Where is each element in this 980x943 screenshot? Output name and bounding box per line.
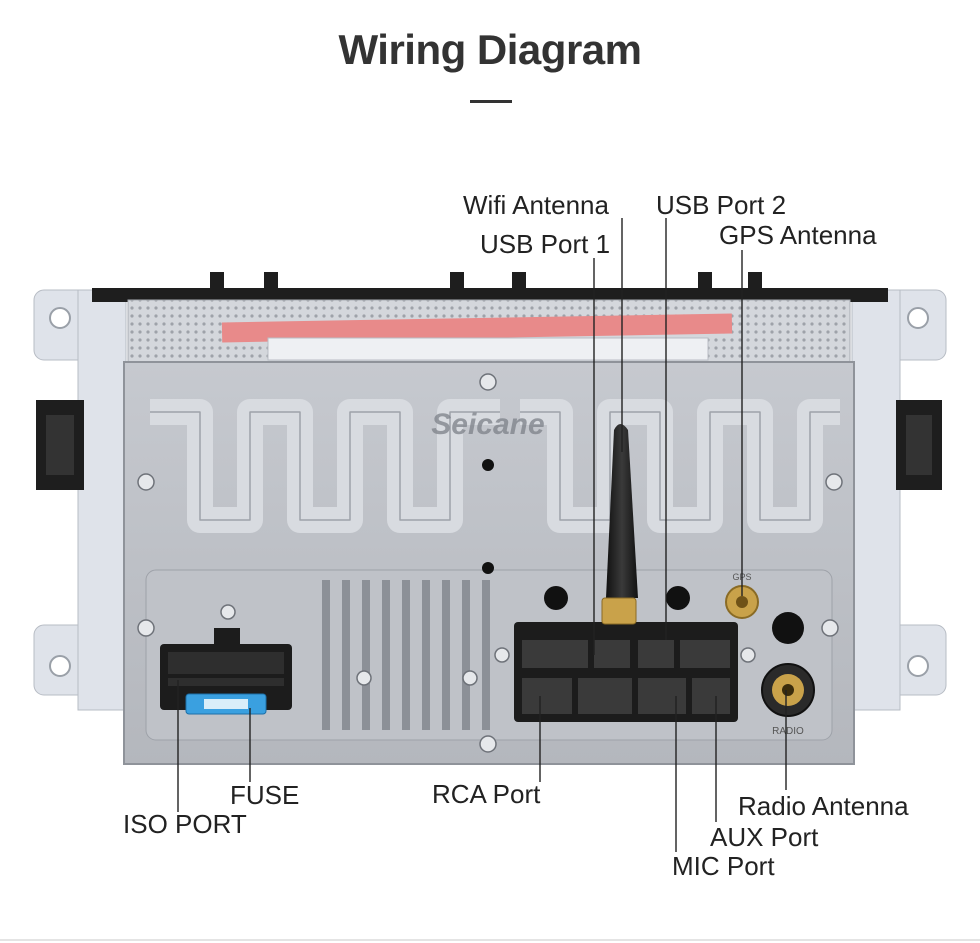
- callout-usb-port-2: USB Port 2: [656, 190, 787, 220]
- left-mounting-bracket: [33, 289, 127, 711]
- leader-lines: [177, 218, 787, 852]
- chassis-top: [92, 272, 888, 365]
- brand-watermark: Seicane: [431, 408, 544, 441]
- fuse-holder: [185, 693, 267, 715]
- radio-antenna-jack: RADIO: [761, 663, 815, 737]
- page-title: Wiring Diagram: [338, 26, 643, 73]
- callout-radio-antenna: Radio Antenna: [738, 791, 909, 821]
- callout-iso-port: ISO PORT: [123, 809, 247, 839]
- rca-connector-block: [514, 622, 738, 722]
- callout-fuse: FUSE: [230, 780, 300, 810]
- right-mounting-bracket: [851, 289, 947, 711]
- title-underline: [470, 100, 512, 103]
- callout-usb-port-1: USB Port 1: [480, 229, 611, 259]
- callout-gps-antenna: GPS Antenna: [719, 220, 877, 250]
- callout-wifi-antenna: Wifi Antenna: [463, 190, 609, 220]
- wifi-antenna: [601, 424, 638, 625]
- callout-aux-port: AUX Port: [710, 822, 819, 852]
- callout-rca-port: RCA Port: [432, 779, 541, 809]
- radio-port-label: RADIO: [772, 726, 804, 737]
- rear-panel: [123, 361, 855, 765]
- callout-mic-port: MIC Port: [672, 851, 775, 881]
- bottom-divider: [0, 939, 980, 941]
